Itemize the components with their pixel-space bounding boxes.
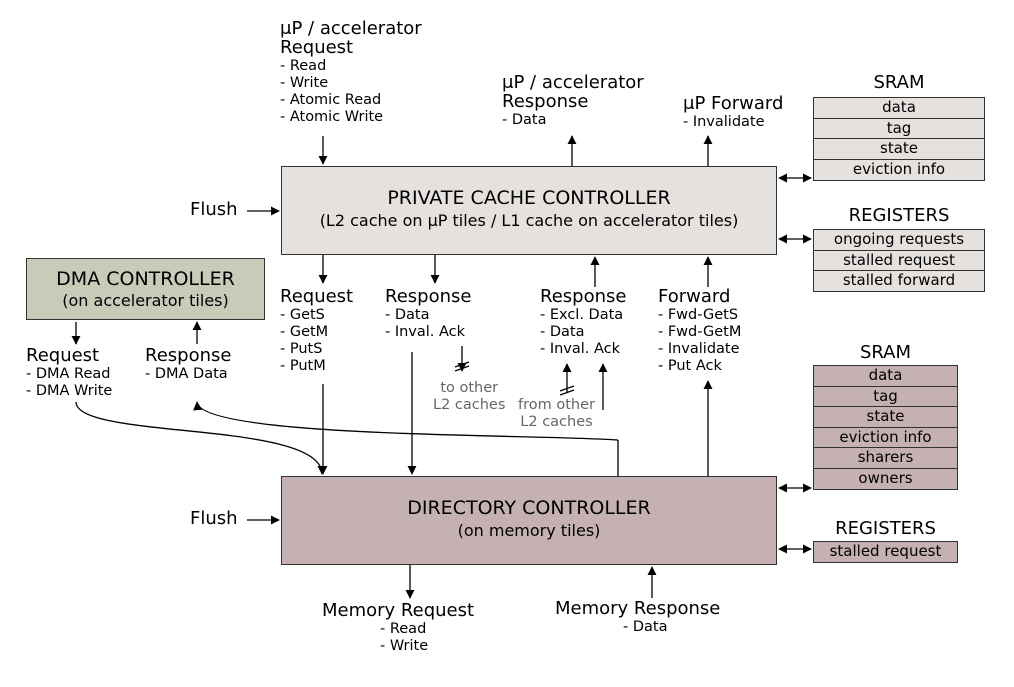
- l2-response-out-label: Response - Data - Inval. Ack: [385, 286, 472, 341]
- memory-request-label: Memory Request - Read - Write: [322, 600, 475, 655]
- dir-sram-field: data: [813, 365, 958, 387]
- dma-response-label: Response - DMA Data: [145, 345, 232, 383]
- list-item: - PutM: [280, 358, 326, 375]
- dir-sram-table: data tag state eviction info sharers own…: [813, 365, 958, 490]
- dma-controller-box: DMA CONTROLLER (on accelerator tiles): [26, 258, 265, 320]
- dma-request-wire: [75, 401, 327, 475]
- l2-response-in-label: Response - Excl. Data - Data - Inval. Ac…: [540, 286, 627, 358]
- list-item: - Invalidate: [683, 113, 765, 130]
- directory-controller-box: DIRECTORY CONTROLLER (on memory tiles): [281, 476, 777, 565]
- list-item: - Inval. Ack: [540, 341, 621, 358]
- private-cache-controller-title: PRIVATE CACHE CONTROLLER: [387, 187, 671, 209]
- list-item: - Excl. Data: [540, 306, 624, 323]
- dir-sram-field: eviction info: [813, 426, 958, 449]
- up-response-heading-2: Response: [502, 90, 589, 112]
- list-item: - Inval. Ack: [385, 324, 466, 340]
- dir-sram-field: state: [813, 406, 958, 428]
- directory-controller-title: DIRECTORY CONTROLLER: [407, 497, 651, 519]
- dma-controller-subtitle: (on accelerator tiles): [62, 291, 229, 310]
- list-item: - Read: [280, 57, 327, 74]
- dma-response-heading: Response: [145, 345, 232, 366]
- list-item: - Read: [380, 620, 427, 637]
- pcc-register-field: ongoing requests: [813, 229, 985, 251]
- list-item: - Data: [623, 618, 668, 635]
- pcc-sram-title: SRAM: [873, 72, 925, 93]
- l2-request-heading: Request: [280, 286, 354, 307]
- list-item: - Put Ack: [658, 358, 722, 375]
- to-other-line-1: to other: [440, 380, 499, 396]
- pcc-sram-table: data tag state eviction info: [813, 97, 985, 181]
- list-item: - Write: [380, 638, 429, 654]
- list-item: - DMA Read: [26, 365, 111, 382]
- list-item: - Atomic Read: [280, 92, 382, 108]
- from-other-line-2: L2 caches: [520, 414, 593, 431]
- dir-sram-field: tag: [813, 385, 958, 408]
- list-item: - Fwd-GetS: [658, 306, 739, 323]
- pcc-sram-field: tag: [813, 117, 985, 140]
- memory-response-label: Memory Response - Data: [555, 598, 721, 636]
- up-response-heading-1: μP / accelerator: [502, 72, 644, 93]
- list-item: - DMA Write: [26, 383, 113, 399]
- to-other-l2-label: to other L2 caches: [433, 380, 505, 414]
- list-item: - GetM: [280, 324, 329, 340]
- pcc-sram-field: state: [813, 138, 985, 160]
- dir-sram-field: owners: [813, 467, 958, 490]
- list-item: - Write: [280, 74, 329, 91]
- l2-response-in-heading: Response: [540, 286, 627, 307]
- dir-registers-title: REGISTERS: [835, 518, 936, 539]
- up-request-heading-1: μP / accelerator: [280, 18, 422, 39]
- up-forward-label: μP Forward - Invalidate: [683, 93, 784, 131]
- memory-request-heading: Memory Request: [322, 600, 475, 621]
- dma-request-heading: Request: [26, 345, 100, 366]
- to-other-line-2: L2 caches: [433, 397, 506, 414]
- flush-label-pcc: Flush: [190, 199, 238, 220]
- l2-response-out-heading: Response: [385, 286, 472, 307]
- pcc-sram-field: eviction info: [813, 158, 985, 181]
- dma-controller-title: DMA CONTROLLER: [56, 268, 235, 290]
- from-other-line-1: from other: [518, 397, 595, 413]
- list-item: - Fwd-GetM: [658, 324, 742, 340]
- dir-sram-title: SRAM: [859, 342, 912, 363]
- list-item: - PutS: [280, 341, 323, 358]
- list-item: - DMA Data: [145, 365, 228, 382]
- pcc-registers-title: REGISTERS: [848, 205, 950, 226]
- l2-request-label: Request - GetS - GetM - PutS - PutM: [280, 286, 354, 375]
- from-other-l2-label: from other L2 caches: [518, 397, 595, 431]
- private-cache-controller-subtitle: (L2 cache on μP tiles / L1 cache on acce…: [319, 211, 739, 230]
- up-request-label: μP / accelerator Request - Read - Write …: [280, 18, 422, 126]
- memory-response-heading: Memory Response: [555, 598, 721, 619]
- dma-response-wire: [193, 401, 619, 441]
- directory-controller-subtitle: (on memory tiles): [457, 521, 601, 540]
- up-forward-heading: μP Forward: [683, 93, 784, 114]
- l2-forward-label: Forward - Fwd-GetS - Fwd-GetM - Invalida…: [658, 286, 742, 375]
- list-item: - Data: [385, 306, 430, 323]
- list-item: - GetS: [280, 306, 325, 323]
- dir-registers-table: stalled request: [813, 541, 958, 563]
- pcc-registers-table: ongoing requests stalled request stalled…: [813, 229, 985, 292]
- pcc-sram-field: data: [813, 97, 985, 119]
- list-item: - Atomic Write: [280, 109, 384, 126]
- dir-sram-field: sharers: [813, 447, 958, 469]
- list-item: - Invalidate: [658, 341, 740, 358]
- pcc-register-field: stalled forward: [813, 270, 985, 292]
- list-item: - Data: [540, 324, 585, 340]
- private-cache-controller-box: PRIVATE CACHE CONTROLLER (L2 cache on μP…: [281, 166, 777, 255]
- l2-forward-heading: Forward: [658, 286, 731, 307]
- pcc-register-field: stalled request: [813, 249, 985, 272]
- dir-register-field: stalled request: [813, 541, 958, 563]
- up-request-heading-2: Request: [280, 36, 354, 58]
- flush-label-dir: Flush: [190, 508, 238, 529]
- dma-request-label: Request - DMA Read - DMA Write: [26, 345, 113, 400]
- up-response-label: μP / accelerator Response - Data: [502, 72, 644, 129]
- list-item: - Data: [502, 111, 547, 128]
